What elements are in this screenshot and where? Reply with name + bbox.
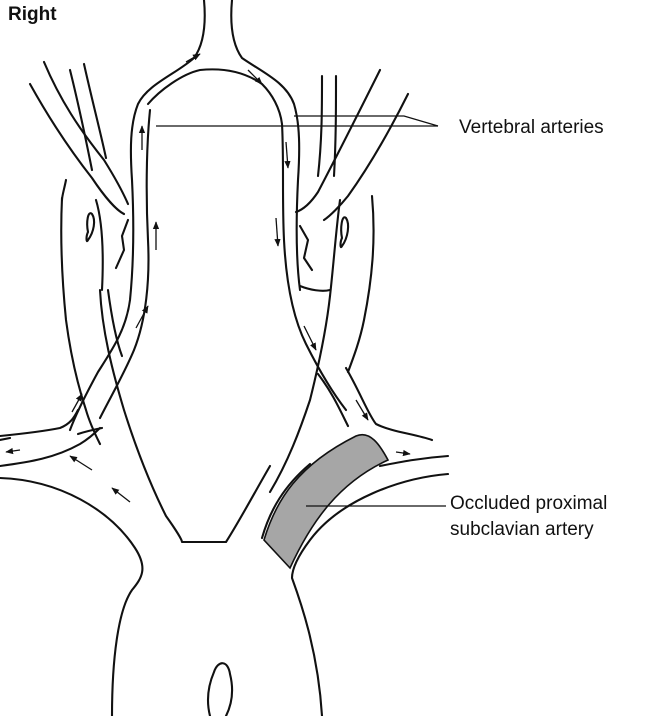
right-subclavian-artery (0, 410, 100, 466)
aortic-trunk (0, 474, 448, 716)
leader-lines (156, 116, 446, 506)
right-common-carotid (61, 198, 270, 542)
vertebral-leader-right (294, 116, 438, 126)
vertebral-arteries (70, 0, 346, 434)
left-carotid-bifurcation (296, 70, 408, 296)
right-carotid-bifurcation (30, 62, 128, 290)
flow-arrows (6, 54, 410, 502)
occluded-segment (264, 435, 388, 568)
